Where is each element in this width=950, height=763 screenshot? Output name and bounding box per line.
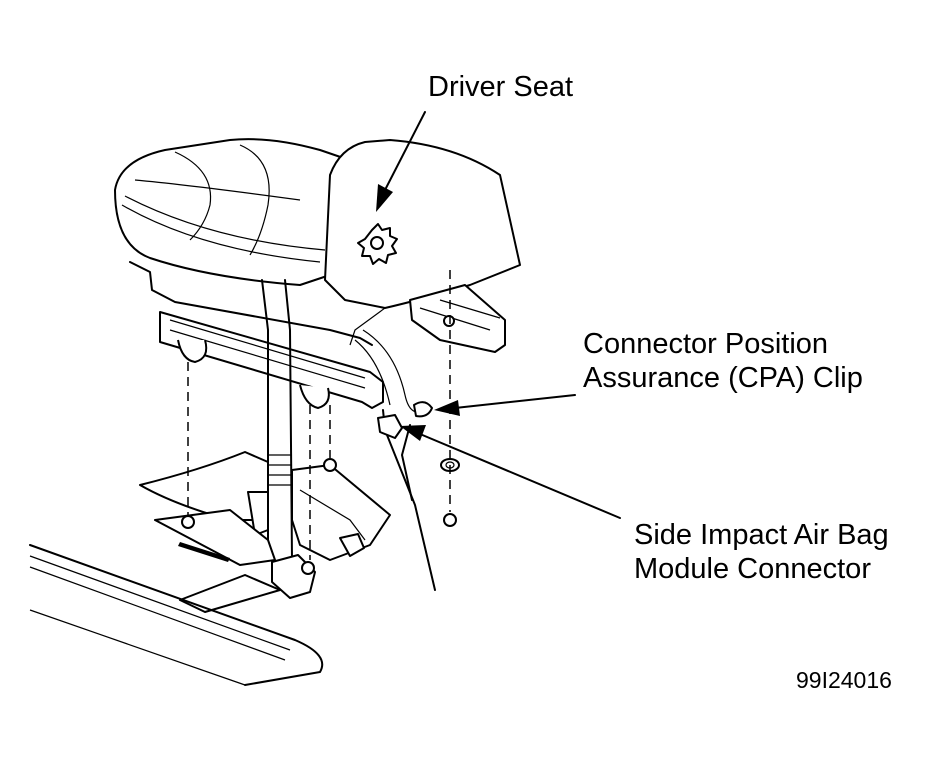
seat-frame	[129, 261, 506, 409]
side-panel	[354, 329, 436, 591]
alignment-lines	[187, 270, 451, 560]
cpa-clip-label: Connector Position Assurance (CPA) Clip	[583, 327, 863, 395]
seat-back	[324, 139, 521, 346]
side-impact-connector-label: Side Impact Air Bag Module Connector	[634, 518, 889, 586]
cpa-clip-label-line2: Assurance (CPA) Clip	[583, 362, 863, 394]
figure-id: 99I24016	[796, 667, 892, 693]
side-impact-connector	[377, 414, 403, 439]
callout-arrows	[376, 111, 621, 519]
cpa-clip	[413, 401, 433, 418]
cpa-clip-label-line1: Connector Position	[583, 328, 829, 360]
side-impact-label-line2: Module Connector	[634, 553, 871, 585]
side-impact-label-line1: Side Impact Air Bag	[634, 519, 889, 551]
driver-seat-label: Driver Seat	[428, 71, 574, 103]
mounting-bracket	[139, 451, 460, 599]
seat-cushion	[114, 138, 356, 286]
